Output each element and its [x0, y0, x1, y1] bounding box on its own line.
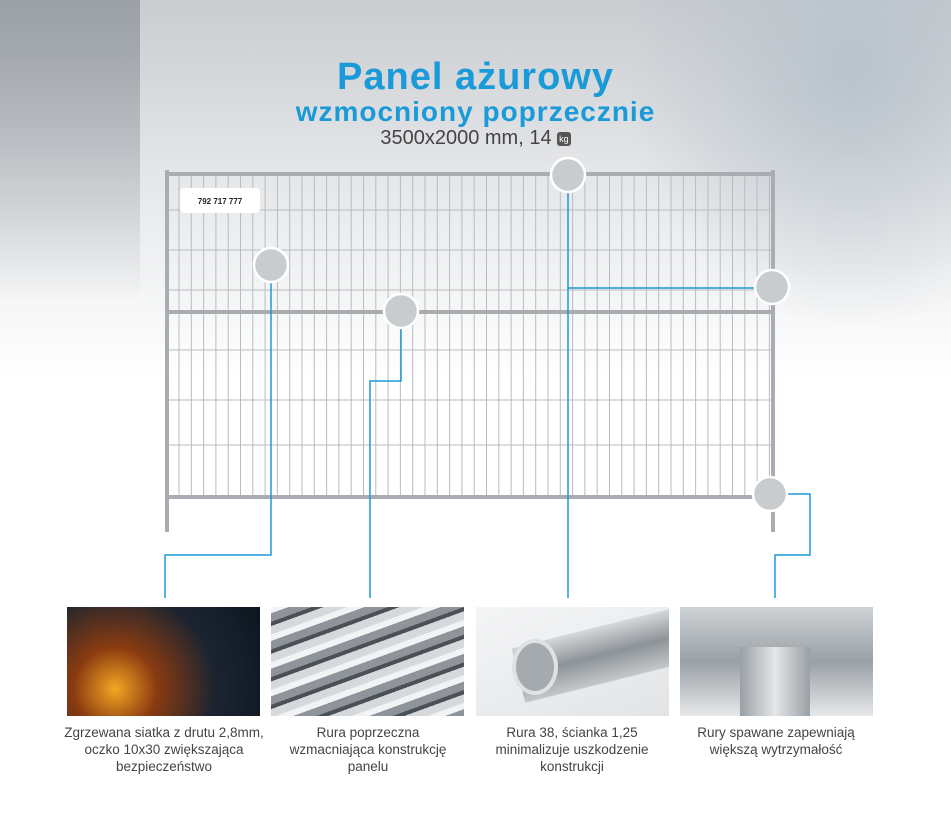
contact-sticker: 792 717 777: [180, 188, 260, 213]
detail-weld: [751, 475, 789, 513]
specs: 3500x2000 mm, 14 kg: [380, 127, 571, 149]
caption-weld: Rury spawane zapewniają większą wytrzyma…: [697, 725, 855, 757]
fence-frame: [165, 170, 775, 532]
detail-side-pipe: [753, 268, 791, 306]
weight-icon: kg: [557, 131, 571, 146]
detail-mesh: [252, 246, 290, 284]
callout-lines: [164, 192, 811, 598]
detail-circles: [252, 156, 791, 513]
detail-top-pipe: [549, 156, 587, 194]
title: Panel ażurowy: [337, 56, 614, 98]
caption-crossbar: Rura poprzeczna wzmacniająca konstrukcję…: [289, 725, 447, 774]
detail-crossbar: [382, 292, 420, 330]
caption-mesh: Zgrzewana siatka z drutu 2,8mm, oczko 10…: [64, 725, 264, 774]
photo-welded-joint: [680, 607, 873, 716]
caption-pipe: Rura 38, ścianka 1,25 minimalizuje uszko…: [495, 725, 649, 774]
photo-steel-pipe: [476, 607, 669, 716]
background-worker-right: [621, 0, 951, 330]
subtitle: wzmocniony poprzecznie: [295, 96, 656, 127]
photo-steel-tubes: [271, 607, 464, 716]
photo-welding: [67, 607, 260, 716]
background-workers: [0, 0, 140, 300]
